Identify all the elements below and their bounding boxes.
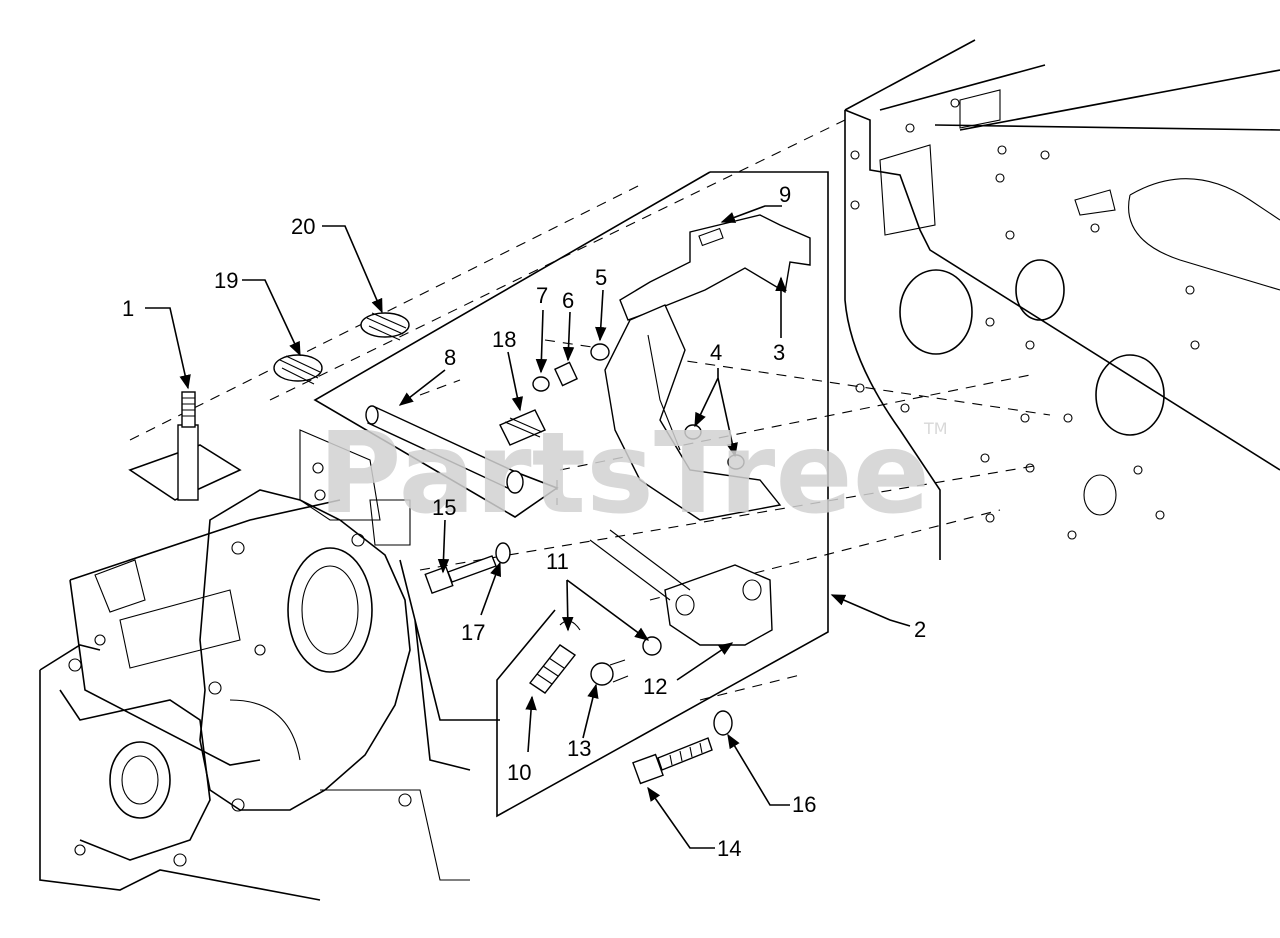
callout-6[interactable]: 6 <box>562 288 574 313</box>
part-20-spring <box>360 312 410 341</box>
part-8-shaft <box>365 405 524 494</box>
engine-block <box>844 39 1280 560</box>
callout-7[interactable]: 7 <box>536 283 548 308</box>
part-3-governor-lever <box>604 304 782 521</box>
part-18 <box>499 409 546 446</box>
part-15-bolt <box>424 555 497 595</box>
part-14-bolt <box>632 737 713 785</box>
callout-8[interactable]: 8 <box>444 345 456 370</box>
callout-16[interactable]: 16 <box>792 792 816 817</box>
part-11 <box>559 620 662 656</box>
callout-13[interactable]: 13 <box>567 736 591 761</box>
part-19-spring <box>273 354 323 385</box>
callout-11[interactable]: 11 <box>546 549 569 574</box>
part-10-spring <box>528 644 577 694</box>
part-6 <box>554 361 578 387</box>
watermark-trademark: TM <box>923 419 948 438</box>
callout-15[interactable]: 15 <box>432 495 456 520</box>
part-9-lever-plate <box>619 214 811 321</box>
callout-20[interactable]: 20 <box>291 214 315 239</box>
callout-14[interactable]: 14 <box>717 836 741 861</box>
part-17-washer <box>495 542 511 564</box>
callout-9[interactable]: 9 <box>779 182 791 207</box>
part-5 <box>590 343 610 361</box>
callout-5[interactable]: 5 <box>595 265 607 290</box>
callout-2[interactable]: 2 <box>914 617 926 642</box>
callout-1[interactable]: 1 <box>122 296 134 321</box>
part-1-governor-shaft <box>128 391 242 501</box>
callout-19[interactable]: 19 <box>214 268 238 293</box>
watermark: PartsTree TM <box>318 409 948 539</box>
part-4-pins <box>684 424 745 470</box>
part-13-plug <box>590 659 629 686</box>
callout-4[interactable]: 4 <box>710 340 722 365</box>
part-16-washer <box>713 710 733 736</box>
callout-3[interactable]: 3 <box>773 340 785 365</box>
callout-labels: 1 2 3 4 5 6 7 8 9 10 11 12 13 14 15 16 1… <box>122 182 926 861</box>
callout-10[interactable]: 10 <box>507 760 531 785</box>
callout-17[interactable]: 17 <box>461 620 485 645</box>
callout-leaders <box>145 205 911 849</box>
callout-18[interactable]: 18 <box>492 327 516 352</box>
part-12-bracket <box>589 529 773 646</box>
assembly-boundary <box>313 171 829 818</box>
callout-12[interactable]: 12 <box>643 674 667 699</box>
part-7 <box>532 376 550 392</box>
watermark-text: PartsTree <box>318 409 930 539</box>
gear-cover-housing <box>39 429 500 901</box>
